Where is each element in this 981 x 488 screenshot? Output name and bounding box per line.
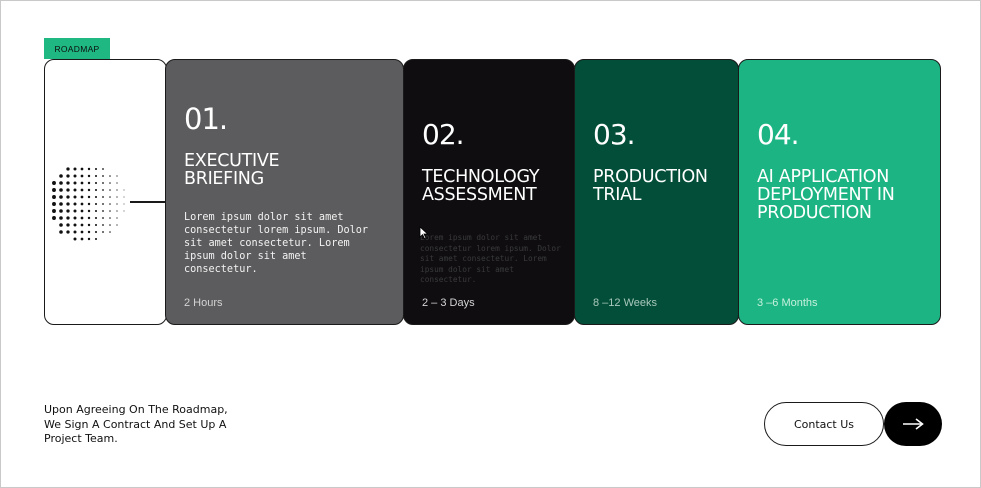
- stage-title: EXECUTIVE BRIEFING: [184, 151, 280, 189]
- stage-title: PRODUCTION TRIAL: [593, 167, 708, 205]
- intro-card: [44, 59, 167, 325]
- stage-duration: 8 –12 Weeks: [593, 297, 658, 309]
- stage-number: 04.: [757, 118, 800, 151]
- arrow-right-icon: [903, 418, 924, 430]
- mouse-cursor-icon: [419, 226, 429, 240]
- contact-us-button[interactable]: Contact Us: [764, 402, 884, 446]
- next-arrow-button[interactable]: [884, 402, 942, 446]
- stage-card-ai-deployment[interactable]: 04. AI APPLICATION DEPLOYMENT IN PRODUCT…: [738, 59, 941, 325]
- stage-duration: 2 Hours: [184, 297, 223, 309]
- stage-number: 03.: [593, 118, 636, 151]
- connector-line: [130, 201, 166, 203]
- stage-description: Lorem ipsum dolor sit amet consectetur l…: [420, 233, 561, 284]
- stage-number: 01.: [184, 102, 228, 136]
- stage-duration: 2 – 3 Days: [422, 297, 475, 309]
- stage-duration: 3 –6 Months: [757, 297, 818, 309]
- stage-card-executive-briefing[interactable]: 01. EXECUTIVE BRIEFING Lorem ipsum dolor…: [165, 59, 404, 325]
- stage-card-production-trial[interactable]: 03. PRODUCTION TRIAL 8 –12 Weeks: [574, 59, 739, 325]
- stage-description: Lorem ipsum dolor sit amet consectetur l…: [184, 212, 369, 275]
- dot-pattern-icon: [52, 167, 125, 241]
- roadmap-tag: ROADMAP: [44, 38, 110, 59]
- stage-card-technology-assessment[interactable]: 02. TECHNOLOGY ASSESSMENT Lorem ipsum do…: [403, 59, 575, 325]
- stage-number: 02.: [422, 118, 465, 151]
- footer-description: Upon Agreeing On The Roadmap, We Sign A …: [44, 403, 228, 445]
- stage-title: AI APPLICATION DEPLOYMENT IN PRODUCTION: [757, 167, 895, 223]
- stage-title: TECHNOLOGY ASSESSMENT: [422, 167, 540, 205]
